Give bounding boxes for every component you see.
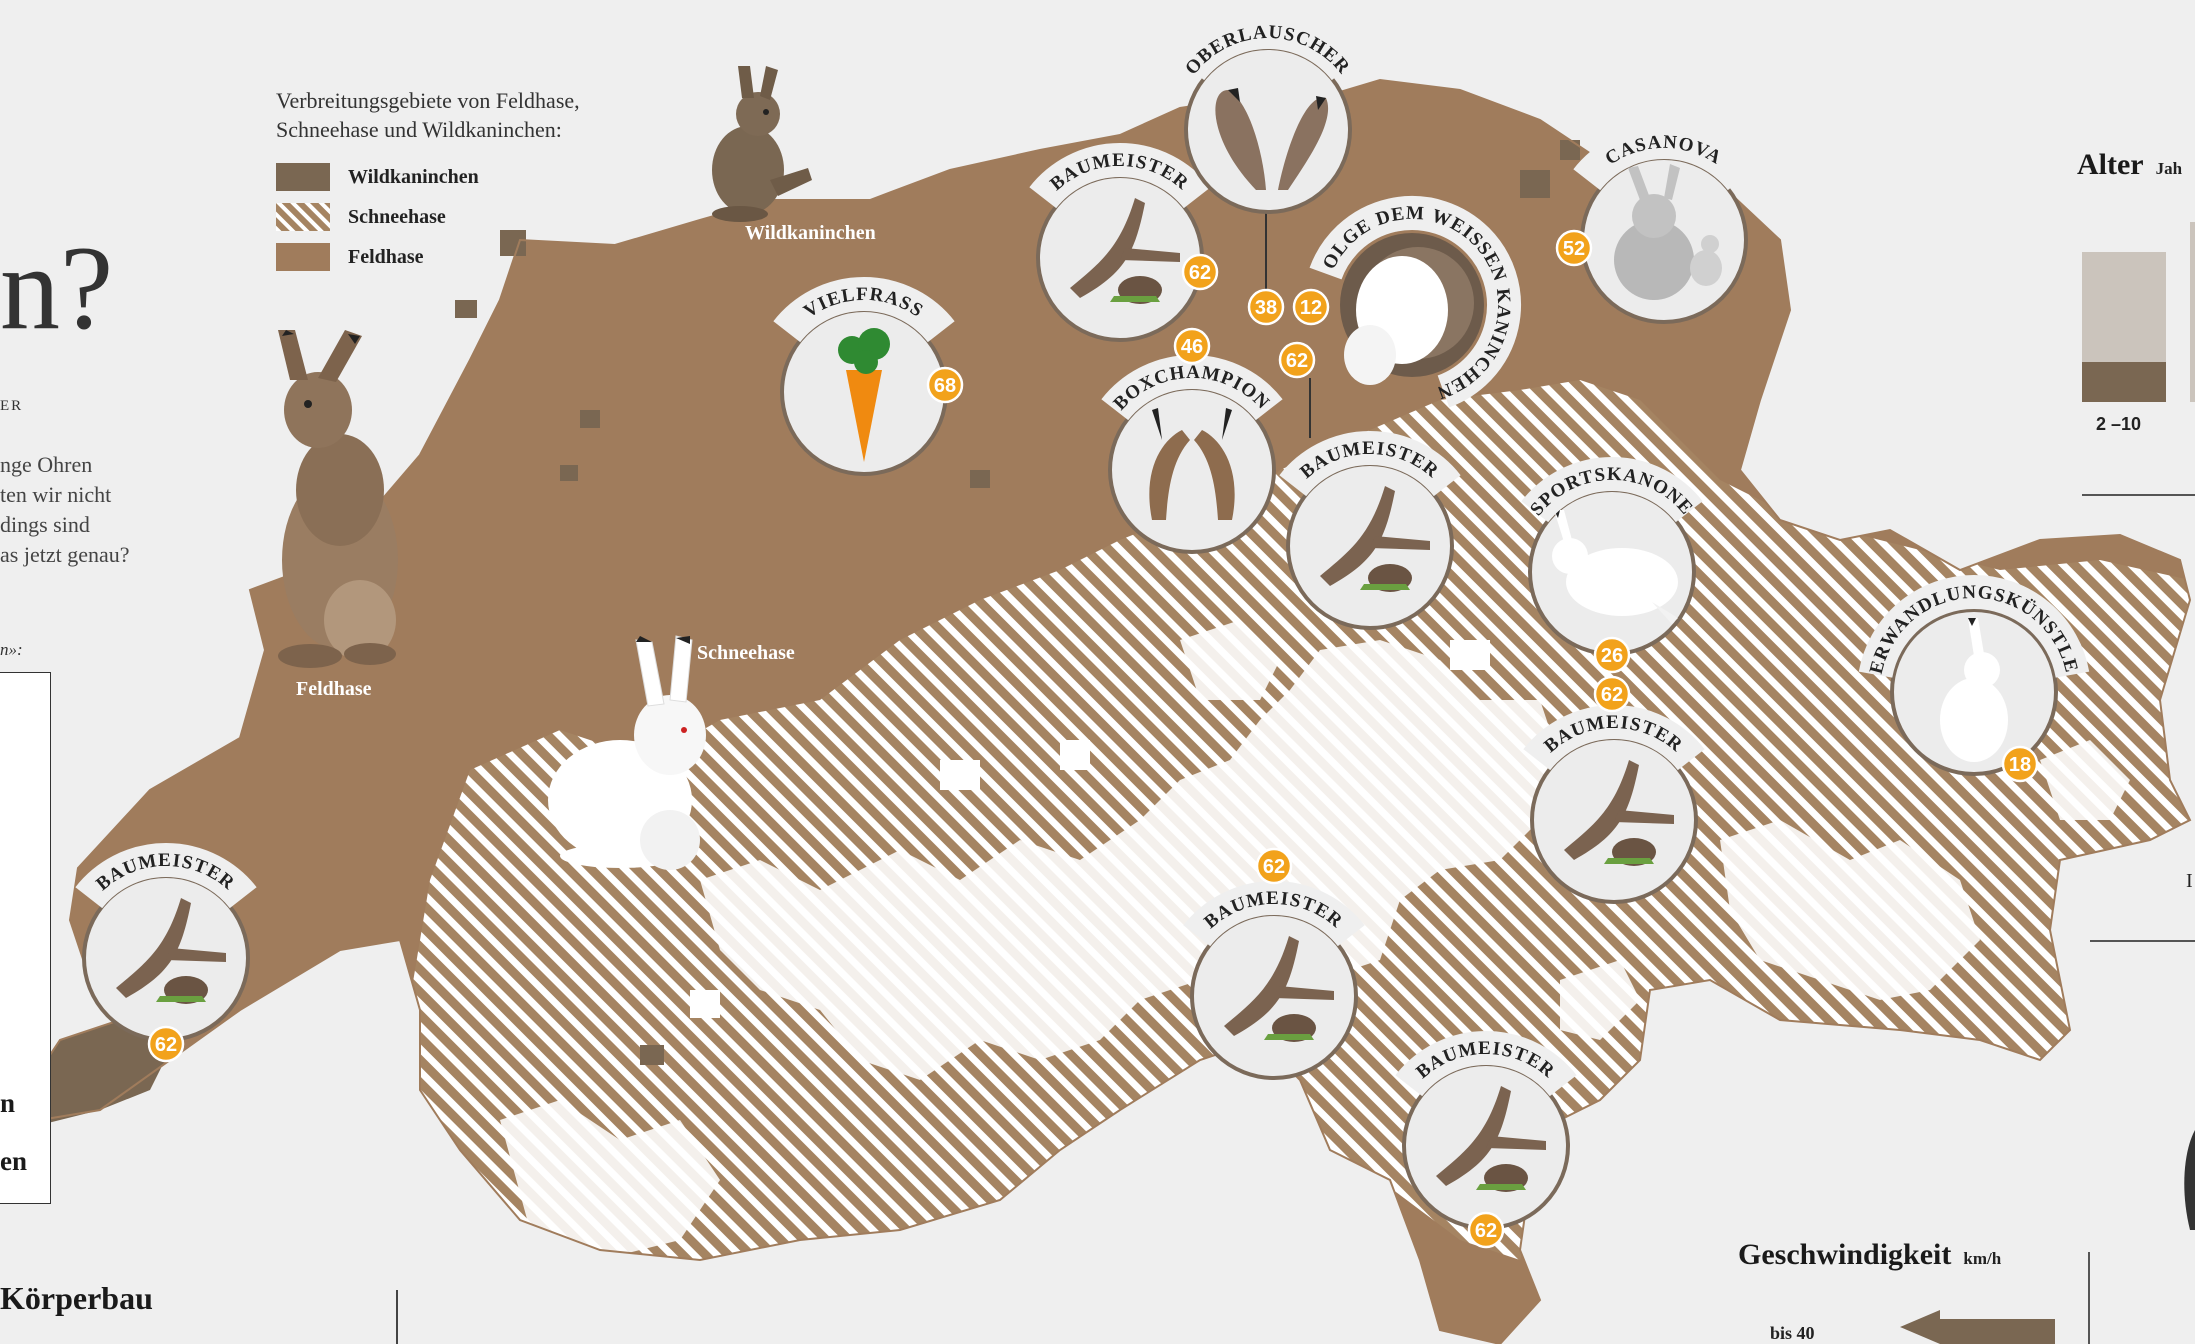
white-hare-icon [1940,618,2008,762]
value-badge [1247,288,1285,326]
value-badge-label: 62 [1263,856,1285,878]
divider [2090,940,2195,942]
value-badge-label: 62 [1286,350,1308,372]
edge-fragment: I [2186,870,2193,892]
value-badge [1255,847,1293,885]
animal-fragment-icon [2184,1130,2195,1230]
feldhase-illustration-icon [278,330,398,668]
legend-label: Schneehase [348,205,446,228]
value-badge [926,366,964,404]
value-badge [1467,1211,1505,1249]
legend-title: Verbreitungsgebiete von Feldhase, Schnee… [276,86,676,144]
value-badge-label: 46 [1181,336,1203,358]
label-feldhase: Feldhase [296,678,372,700]
value-badge-label: 68 [934,375,956,397]
value-badge [1593,636,1631,674]
legend-label: Feldhase [348,245,424,268]
alter-bar-fill [2082,361,2166,402]
speed-value: bis 40 [1770,1323,1815,1343]
burrow-branch-icon [1070,198,1180,304]
legend-item-feldhase: Feldhase [276,242,424,272]
label-wildkaninchen: Wildkaninchen [745,222,876,244]
koerperbau-heading: Körperbau [0,1280,153,1316]
carrot-icon [838,328,890,462]
value-badge-label: 62 [1601,684,1623,706]
byline-fragment: ER [0,398,24,414]
running-hare-icon [1552,510,1678,624]
schneehase-illustration-icon [548,635,706,870]
wildkaninchen-illustration-icon [712,66,812,222]
speed-title: Geschwindigkeit [1738,1238,1952,1271]
white-rabbit-hole-icon [1340,233,1484,385]
value-badge-label: 62 [1189,262,1211,284]
intro-line: ten wir nicht [0,482,112,507]
burrow-branch-icon [1224,936,1334,1042]
alter-bar [2082,252,2166,402]
burrow-branch-icon [116,898,226,1004]
divider [2082,494,2195,496]
intro-line: as jetzt genau? [0,542,130,567]
schneehase-swatch [276,203,330,231]
value-badge-label: 62 [155,1034,177,1056]
wildkaninchen-swatch [276,163,330,191]
burrow-branch-icon [1320,486,1430,592]
divider [396,1290,398,1344]
intro-line: nge Ohren [0,452,93,477]
legend-item-wildkaninchen: Wildkaninchen [276,162,479,192]
hare-ears-icon [1215,88,1329,190]
alter-tick: 2 –10 [2096,414,2142,434]
divider [2088,1252,2090,1344]
value-badge [1278,341,1316,379]
value-badge [147,1025,185,1063]
legend-label: Wildkaninchen [348,165,479,188]
value-badge [2001,745,2039,783]
speed-unit: km/h [1963,1249,2002,1268]
intro-text: nge Ohren ten wir nicht dings sind as je… [0,450,130,570]
legend-title-line2: Schneehase und Wildkaninchen: [276,117,562,142]
legend-title-line1: Verbreitungsgebiete von Feldhase, [276,88,580,113]
alter-unit: Jah [2155,159,2183,178]
info-box-edge [0,672,51,1204]
sub-fragment: n»: [0,640,23,659]
speed-arrow-icon [1900,1310,2055,1344]
alter-header: Alter Jah [2077,148,2182,182]
value-badge-label: 38 [1255,297,1277,319]
burrow-branch-icon [1436,1086,1546,1192]
label-schneehase: Schneehase [697,642,795,664]
value-badge [1173,327,1211,365]
rabbit-pair-icon [1614,164,1722,300]
burrow-branch-icon [1564,760,1674,866]
legend-item-schneehase: Schneehase [276,202,446,232]
intro-line: dings sind [0,512,90,537]
value-badge [1181,253,1219,291]
value-badge [1555,229,1593,267]
value-badge-label: 18 [2009,754,2031,776]
box-line-1: n [0,1088,16,1118]
boxing-hares-icon [1149,408,1235,520]
alter-title: Alter [2077,148,2144,181]
speed-header: Geschwindigkeit km/h [1738,1238,2001,1272]
box-line-2: en [0,1146,27,1176]
value-badge-label: 62 [1475,1220,1497,1242]
main-title-fragment: n? [0,221,114,354]
alter-bar-next [2190,222,2195,402]
value-badge-label: 12 [1300,297,1322,319]
value-badge-label: 52 [1563,238,1585,260]
feldhase-swatch [276,243,330,271]
value-badge [1292,288,1330,326]
value-badge-label: 26 [1601,645,1623,667]
value-badge [1593,675,1631,713]
